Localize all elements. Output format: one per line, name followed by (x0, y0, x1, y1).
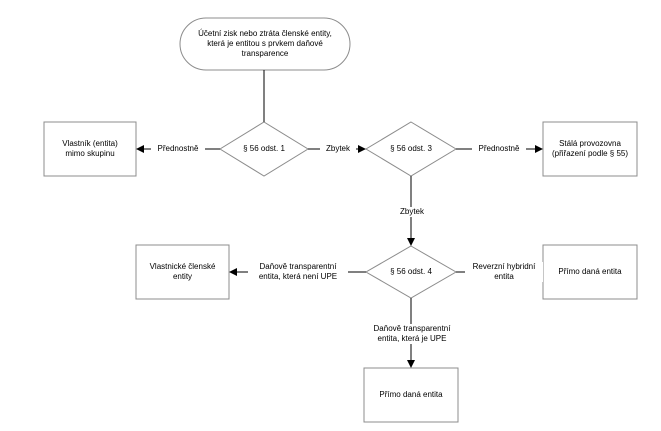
box-pe-label: Stálá provozovna (přiřazení podle § 55) (551, 139, 629, 158)
start-label: Účetní zisk nebo ztráta členské entity, … (198, 29, 332, 58)
box-pe (542, 121, 638, 177)
edge-label-d1-owner: Přednostně (151, 144, 205, 154)
decision-d1-label: § 56 odst. 1 (243, 144, 285, 153)
edge-label-d2-d3: Zbytek (393, 207, 431, 217)
decision-d2-label: § 56 odst. 3 (390, 144, 432, 153)
box-owner (43, 121, 137, 177)
box-taxed-right-label: Přímo daná entita (558, 267, 622, 276)
box-taxed-right (542, 244, 638, 300)
box-owner-label: Vlastník (entita) mimo skupinu (62, 139, 118, 158)
decision-d3-label: § 56 odst. 4 (390, 267, 432, 276)
edge-label-d3-taxed-bottom: Daňově transparentní entita, která je UP… (361, 324, 463, 344)
edge-label-d3-owning-members: Daňově transparentní entita, která není … (248, 262, 348, 282)
start-terminator (179, 17, 351, 71)
box-taxed-bottom-label: Přímo daná entita (379, 390, 443, 399)
edge-label-d1-d2: Zbytek (320, 144, 356, 154)
edge-label-d2-pe: Přednostně (472, 144, 526, 154)
edge-label-d3-taxed-right: Reverzní hybridní entita (465, 262, 543, 282)
box-owning-members-label: Vlastnické členské entity (149, 262, 216, 281)
box-taxed-bottom (363, 367, 459, 423)
decision-d1 (219, 121, 309, 177)
